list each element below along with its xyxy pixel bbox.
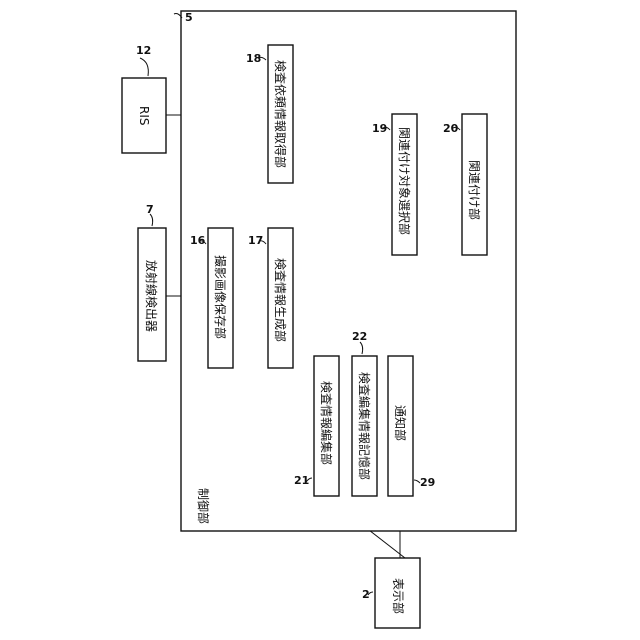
ris-label: RIS xyxy=(137,106,151,126)
display-label: 表示部 xyxy=(391,578,406,614)
image-storage-ref: 16 xyxy=(190,234,206,247)
notify-ref: 29 xyxy=(420,476,435,489)
detector-label: 放射線検出器 xyxy=(144,260,159,332)
exam-request-acq-ref: 18 xyxy=(246,52,261,65)
ris-leader xyxy=(140,58,148,76)
exam-edit-label: 検査情報編集部 xyxy=(319,381,334,465)
control-unit-ref: 5 xyxy=(185,11,193,24)
image-storage-label: 撮影画像保存部 xyxy=(213,255,228,339)
target-select-label: 関連付け対象選択部 xyxy=(397,127,412,235)
notify-label: 通知部 xyxy=(393,405,408,441)
association-label: 関連付け部 xyxy=(467,160,482,220)
ris-ref: 12 xyxy=(136,44,151,57)
edit-storage-label: 検査編集情報記憶部 xyxy=(357,372,372,480)
edit-storage-ref: 22 xyxy=(352,330,367,343)
exam-request-acq-label: 検査依頼情報取得部 xyxy=(273,60,288,168)
target-select-ref: 19 xyxy=(372,122,387,135)
control-unit-label: 制御部 xyxy=(196,488,211,524)
detector-ref: 7 xyxy=(146,203,154,216)
exam-info-gen-label: 検査情報生成部 xyxy=(273,258,288,342)
association-ref: 20 xyxy=(443,122,459,135)
